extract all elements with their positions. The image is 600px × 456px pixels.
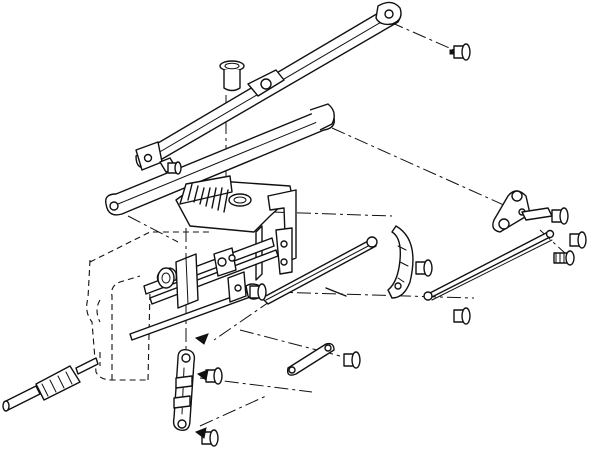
short-link: [286, 342, 335, 376]
right-link-rod: [423, 229, 555, 301]
transmission-case-outline: [86, 231, 210, 381]
clevis-pin-short-link: [343, 351, 361, 369]
gear-selector-rods: [129, 237, 279, 341]
clevis-pin-bracket: [249, 283, 267, 301]
clevis-pin-upper-rod: [167, 161, 182, 175]
threaded-bolt-right: [553, 250, 575, 266]
input-shaft: [2, 357, 99, 412]
quadrant-plate: [387, 225, 414, 299]
right-bellcrank: [492, 190, 553, 233]
long-diagonal-link: [261, 236, 378, 305]
clevis-pin-right-link: [453, 307, 471, 325]
lower-shift-rod: [105, 103, 335, 216]
clevis-pin-top-right: [449, 43, 471, 61]
clevis-pin-quadrant: [415, 259, 433, 277]
pivot-bushing: [219, 60, 245, 92]
assembly-arrows: [194, 333, 209, 439]
clevis-pin-bellcrank: [551, 207, 569, 225]
clevis-pins: [167, 43, 587, 447]
clevis-pin-bellcrank-lower: [569, 231, 587, 249]
lower-vertical-lever: [172, 348, 196, 431]
upper-shift-rod: [135, 1, 402, 173]
shifter-bracket: [175, 175, 297, 281]
